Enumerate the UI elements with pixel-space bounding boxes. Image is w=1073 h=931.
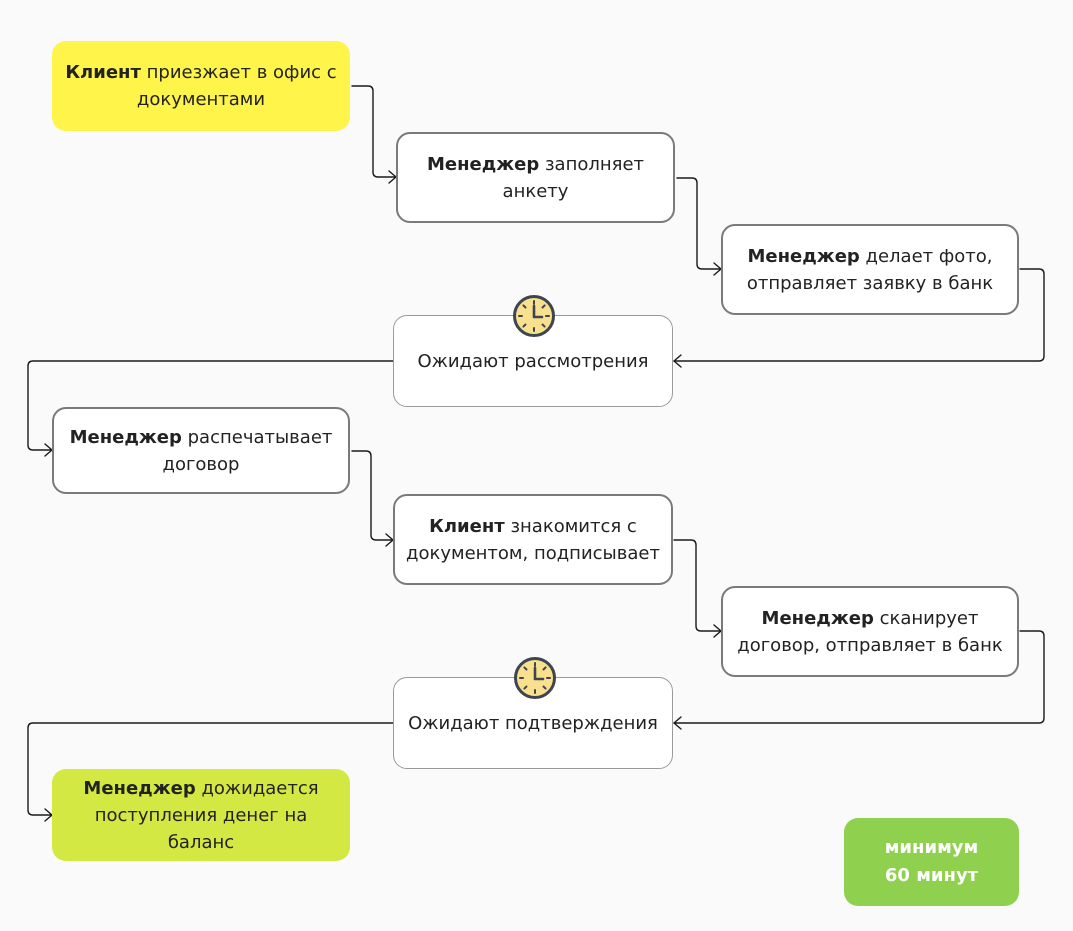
actor-label: Клиент	[429, 515, 505, 537]
step-text: Менеджер заполняет анкету	[406, 151, 665, 205]
actor-label: Менеджер	[69, 426, 182, 448]
step-manager-photo-request: Менеджер делает фото, отправляет заявку …	[721, 224, 1019, 315]
step-text: Клиент приезжает в офис с документами	[60, 59, 342, 113]
step-text: Менеджер делает фото, отправляет заявку …	[731, 243, 1009, 297]
action-label: распечатывает договор	[162, 426, 333, 475]
actor-label: Менеджер	[761, 607, 874, 629]
action-label: Ожидают рассмотрения	[417, 350, 649, 372]
actor-label: Клиент	[65, 62, 141, 83]
actor-label: Менеджер	[426, 153, 540, 175]
actor-label: Менеджер	[83, 777, 196, 799]
clock-icon	[514, 657, 556, 699]
action-label: сканирует договор, отправляет в банк	[737, 607, 1003, 656]
connector-7-8	[673, 630, 1045, 724]
step-client-arrives: Клиент приезжает в офис с документами	[52, 41, 350, 131]
duration-badge: минимум 60 минут	[844, 818, 1019, 906]
step-manager-prints-contract: Менеджер распечатывает договор	[52, 407, 350, 494]
arrowhead-7-8	[673, 716, 682, 730]
connector-6-7	[673, 539, 722, 632]
action-label: Ожидают подтверждения	[408, 712, 658, 734]
step-text: Клиент знакомится с документом, подписыв…	[403, 513, 663, 567]
action-label: заполняет анкету	[502, 153, 645, 202]
step-manager-scans-contract: Менеджер сканирует договор, отправляет в…	[721, 586, 1019, 677]
step-manager-fills-form: Менеджер заполняет анкету	[396, 132, 675, 223]
actor-label: Менеджер	[747, 245, 860, 267]
connector-4-5	[27, 360, 394, 451]
step-client-signs: Клиент знакомится с документом, подписыв…	[393, 494, 673, 585]
connector-5-6	[351, 450, 394, 541]
action-label: знакомится с документом, подписывает	[406, 515, 660, 564]
step-manager-awaits-funds: Менеджер дожидается поступления денег на…	[52, 769, 350, 861]
connector-1-2	[351, 85, 397, 178]
step-text: Менеджер сканирует договор, отправляет в…	[731, 605, 1009, 659]
connector-2-3	[676, 177, 722, 270]
arrowhead-3-4	[673, 354, 682, 368]
duration-badge-line1: минимум	[884, 837, 979, 858]
action-label: приезжает в офис с документами	[136, 62, 337, 110]
action-label: делает фото, отправляет заявку в банк	[746, 245, 994, 294]
action-label: дожидается поступления денег на баланс	[94, 777, 319, 853]
step-text: Ожидают рассмотрения	[417, 348, 648, 375]
step-text: Ожидают подтверждения	[408, 710, 658, 737]
step-text: Менеджер распечатывает договор	[62, 424, 340, 478]
duration-badge-line2: 60 минут	[884, 865, 979, 886]
connector-3-4	[673, 268, 1045, 362]
clock-icon	[513, 295, 555, 337]
connector-8-9	[27, 722, 394, 816]
step-text: Менеджер дожидается поступления денег на…	[60, 775, 342, 856]
